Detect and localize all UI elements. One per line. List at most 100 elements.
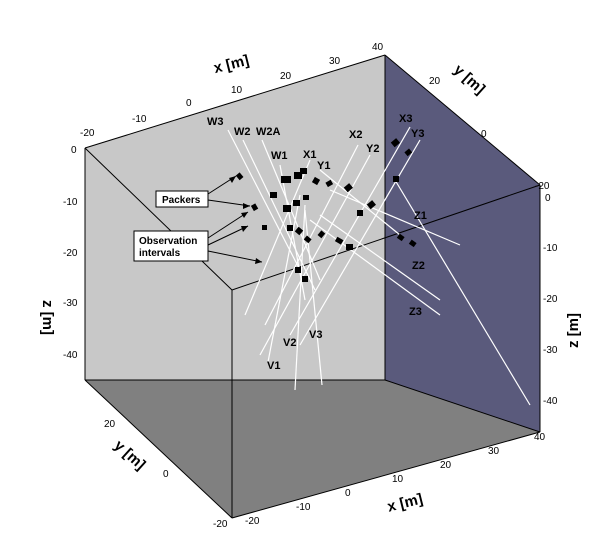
svg-text:0: 0: [71, 145, 77, 156]
borehole-Z1: [329, 189, 461, 246]
packer: [294, 172, 302, 179]
label-V3: V3: [309, 329, 322, 341]
svg-text:Observation: Observation: [139, 236, 197, 247]
borehole-extra: [394, 179, 531, 406]
packer: [404, 148, 413, 157]
label-Y3: Y3: [411, 128, 424, 140]
svg-text:-10: -10: [132, 114, 147, 125]
x-axis-label-bottom: x [m]: [386, 490, 425, 515]
label-V2: V2: [283, 337, 296, 349]
packer: [393, 176, 399, 182]
x-bottom-ticks: -20 -10 0 10 20 30 40: [245, 432, 546, 527]
callout-packers: Packers: [155, 190, 209, 208]
z-axis-label-left: z [m]: [39, 300, 56, 335]
svg-text:-20: -20: [213, 519, 228, 530]
packer: [302, 276, 308, 282]
borehole-V1: [267, 194, 301, 363]
y-axis-label-top: y [m]: [450, 61, 488, 98]
x-axis-label-top: x [m]: [212, 52, 251, 77]
svg-text:-20: -20: [80, 128, 95, 139]
svg-text:20: 20: [429, 76, 441, 87]
svg-text:intervals: intervals: [139, 248, 181, 259]
label-W2: W2: [234, 126, 251, 138]
box-edges: [84, 54, 541, 519]
packer: [366, 200, 376, 210]
label-Y1: Y1: [317, 160, 330, 172]
borehole-Z2: [319, 214, 441, 301]
borehole-X3: [289, 126, 411, 336]
x-top-ticks: -20 -10 0 10 20 30 40: [80, 42, 384, 139]
borehole-W3: [227, 129, 301, 271]
svg-text:0: 0: [345, 488, 351, 499]
svg-text:0: 0: [545, 193, 551, 204]
y-top-ticks: 20 0 -20: [429, 76, 550, 192]
label-X2: X2: [349, 129, 362, 141]
label-X3: X3: [399, 113, 412, 125]
svg-text:30: 30: [488, 446, 500, 457]
back-wall: [85, 55, 385, 380]
svg-text:-20: -20: [63, 248, 78, 259]
svg-text:40: 40: [534, 432, 546, 443]
svg-text:10: 10: [231, 85, 243, 96]
label-V1: V1: [267, 360, 280, 372]
right-wall: [385, 55, 540, 432]
svg-text:-30: -30: [543, 345, 558, 356]
z-axis-label-right: z [m]: [565, 313, 582, 348]
packer: [334, 236, 344, 245]
packer: [408, 239, 417, 248]
label-W1: W1: [271, 150, 288, 162]
svg-text:Packers: Packers: [162, 195, 201, 206]
packer: [303, 235, 312, 244]
callout-observation: Observation intervals: [133, 230, 209, 262]
svg-text:30: 30: [329, 56, 341, 67]
packer: [325, 179, 334, 188]
packer: [346, 244, 353, 250]
svg-text:-40: -40: [63, 350, 78, 361]
svg-text:-40: -40: [543, 396, 558, 407]
svg-text:-10: -10: [296, 502, 311, 513]
packer: [295, 267, 301, 273]
packer: [396, 233, 405, 242]
borehole-W2: [242, 139, 316, 291]
packer: [300, 168, 307, 174]
svg-text:20: 20: [280, 71, 292, 82]
borehole-Y3: [299, 139, 421, 346]
svg-text:-30: -30: [63, 298, 78, 309]
boreholes: [227, 126, 531, 406]
z-left-ticks: 0 -10 -20 -30 -40: [63, 145, 78, 361]
packer: [250, 203, 259, 212]
svg-text:20: 20: [440, 460, 452, 471]
packer: [283, 205, 291, 212]
packers: [235, 138, 417, 282]
label-Z1: Z1: [414, 210, 427, 222]
packer: [281, 176, 291, 183]
svg-text:-20: -20: [245, 516, 260, 527]
floor: [85, 380, 540, 518]
borehole-labels: W3 W2 W2A W1 X1 Y1 X2 Y2 X3 Y3 Z1 Z2 Z3 …: [207, 113, 427, 372]
borehole-Z3: [309, 219, 441, 316]
svg-text:0: 0: [481, 129, 487, 140]
svg-text:0: 0: [186, 98, 192, 109]
packer: [357, 210, 363, 216]
svg-text:-10: -10: [63, 197, 78, 208]
packer: [311, 176, 321, 186]
svg-text:-10: -10: [543, 243, 558, 254]
svg-text:40: 40: [372, 42, 384, 53]
svg-text:10: 10: [392, 474, 404, 485]
packer: [293, 200, 300, 206]
packer: [294, 226, 304, 236]
svg-text:-20: -20: [543, 294, 558, 305]
packer: [317, 230, 326, 239]
svg-text:20: 20: [104, 419, 116, 430]
packer: [270, 192, 277, 198]
packer: [303, 195, 309, 200]
label-Y2: Y2: [366, 143, 379, 155]
y-bottom-ticks: 20 0 -20: [104, 419, 228, 530]
label-Z3: Z3: [409, 306, 422, 318]
borehole-X1: [244, 159, 311, 316]
packer: [287, 225, 293, 231]
packer: [390, 138, 400, 148]
label-W2A: W2A: [256, 126, 281, 138]
borehole-V2: [294, 204, 306, 391]
